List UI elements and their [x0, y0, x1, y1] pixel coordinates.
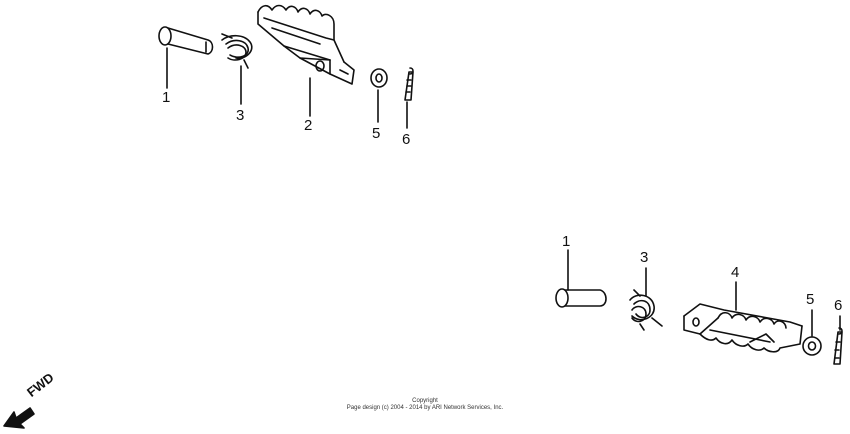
cotter-pin-icon [404, 67, 414, 101]
callout-6-bottom: 6 [834, 297, 843, 314]
callout-1-top: 1 [162, 89, 171, 106]
spring-icon [629, 289, 663, 331]
callout-5-top: 5 [372, 125, 381, 142]
cotter-pin-icon [833, 327, 843, 365]
callout-6-top: 6 [402, 131, 411, 148]
footpeg-icon [257, 4, 355, 85]
callout-4-bottom: 4 [731, 264, 740, 281]
callout-2-top: 2 [304, 117, 313, 134]
pin-icon [555, 288, 607, 308]
washer-icon [802, 336, 822, 356]
callout-3-top: 3 [236, 107, 245, 124]
spring-icon [221, 33, 253, 69]
arrow-icon [3, 407, 35, 429]
copyright-notice: Copyright Page design (c) 2004 - 2014 by… [300, 398, 550, 412]
footpeg-icon [683, 303, 803, 353]
callout-3-bottom: 3 [640, 249, 649, 266]
copyright-line-1: Copyright [412, 398, 438, 404]
callout-1-bottom: 1 [562, 233, 571, 250]
pin-icon [158, 26, 214, 55]
copyright-line-2: Page design (c) 2004 - 2014 by ARI Netwo… [346, 405, 504, 411]
washer-icon [370, 68, 388, 88]
callout-5-bottom: 5 [806, 291, 815, 308]
